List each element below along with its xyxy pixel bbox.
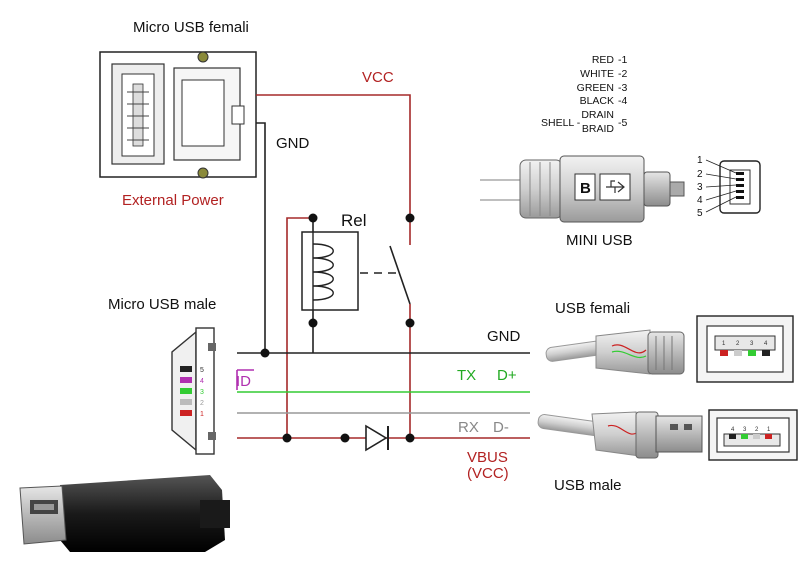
usb-male-cable-image bbox=[537, 411, 703, 459]
usb-femali-pin-4: 4 bbox=[764, 341, 768, 347]
micro-usb-male-connector: 5 4 3 2 1 bbox=[171, 327, 216, 455]
id-line bbox=[236, 369, 254, 390]
legend-shell: SHELL - bbox=[541, 117, 581, 129]
vbus-label: VBUS bbox=[467, 449, 508, 466]
legend-white: WHITE bbox=[580, 68, 614, 80]
micro-male-pin-2: 2 bbox=[200, 400, 204, 407]
legend-red: RED bbox=[592, 54, 615, 66]
gnd-wire-external bbox=[256, 122, 266, 353]
micro-male-pin-3: 3 bbox=[200, 389, 204, 396]
legend-black: BLACK bbox=[580, 95, 614, 107]
legend-green: GREEN bbox=[577, 82, 614, 94]
legend-red-pin: -1 bbox=[618, 54, 627, 66]
external-power-label: External Power bbox=[122, 192, 224, 209]
gnd-bus-label: GND bbox=[487, 328, 521, 345]
micro-male-pin-4: 4 bbox=[200, 378, 204, 385]
usb-male-pin-4: 4 bbox=[731, 427, 735, 433]
wire-color-legend: RED -1 WHITE -2 GREEN -3 BLACK -4 DRAIN … bbox=[541, 54, 627, 135]
rx-label: RX bbox=[458, 419, 479, 436]
usb-femali-pin-1: 1 bbox=[722, 341, 726, 347]
junction-dots bbox=[260, 213, 415, 443]
usb-male-pin-1: 1 bbox=[767, 427, 771, 433]
micro-usb-femali-label: Micro USB femali bbox=[133, 19, 249, 36]
mini-pin-3: 3 bbox=[697, 182, 703, 193]
usb-male-pinout: 4 3 2 1 bbox=[708, 409, 798, 461]
usb-femali-pin-3: 3 bbox=[750, 341, 754, 347]
relay-label: Rel bbox=[341, 211, 367, 230]
vbus-vcc-label: (VCC) bbox=[467, 465, 509, 482]
usb-trident-icon bbox=[606, 180, 625, 193]
micro-usb-cable-image bbox=[19, 475, 230, 552]
mini-pin-5: 5 bbox=[697, 208, 703, 219]
mini-usb-b-glyph: B bbox=[580, 180, 591, 197]
legend-braid-pin: -5 bbox=[618, 117, 627, 129]
usb-femali-label: USB femali bbox=[555, 300, 630, 317]
usb-male-pin-2: 2 bbox=[755, 427, 759, 433]
legend-braid: BRAID bbox=[582, 123, 615, 135]
vcc-label: VCC bbox=[362, 69, 394, 86]
usb-male-label: USB male bbox=[554, 477, 622, 494]
usb-female-cable-image bbox=[545, 329, 685, 375]
relay-coil bbox=[286, 217, 359, 438]
micro-male-pin-5: 5 bbox=[200, 367, 204, 374]
mini-pin-2: 2 bbox=[697, 169, 703, 180]
relay-switch bbox=[360, 218, 411, 438]
dplus-label: D+ bbox=[497, 367, 517, 384]
micro-usb-male-label: Micro USB male bbox=[108, 296, 216, 313]
usb-male-pin-3: 3 bbox=[743, 427, 747, 433]
mini-usb-label: MINI USB bbox=[566, 232, 633, 249]
tx-label: TX bbox=[457, 367, 476, 384]
gnd-top-label: GND bbox=[276, 135, 310, 152]
diode bbox=[365, 424, 389, 452]
mini-usb-plug-image: B bbox=[480, 155, 685, 223]
micro-usb-female-connector bbox=[99, 51, 257, 179]
usb-female-pinout: 1 2 3 4 bbox=[696, 315, 794, 383]
legend-drain: DRAIN bbox=[581, 109, 614, 121]
legend-black-pin: -4 bbox=[618, 95, 627, 107]
dminus-label: D- bbox=[493, 419, 509, 436]
id-label: ID bbox=[236, 373, 251, 390]
mini-pin-4: 4 bbox=[697, 195, 703, 206]
vcc-wire bbox=[256, 94, 411, 218]
legend-white-pin: -2 bbox=[618, 68, 627, 80]
legend-green-pin: -3 bbox=[618, 82, 627, 94]
micro-male-pin-1: 1 bbox=[200, 411, 204, 418]
mini-pin-1: 1 bbox=[697, 155, 703, 166]
mini-usb-pinout: 1 2 3 4 5 bbox=[697, 155, 761, 219]
usb-femali-pin-2: 2 bbox=[736, 341, 740, 347]
